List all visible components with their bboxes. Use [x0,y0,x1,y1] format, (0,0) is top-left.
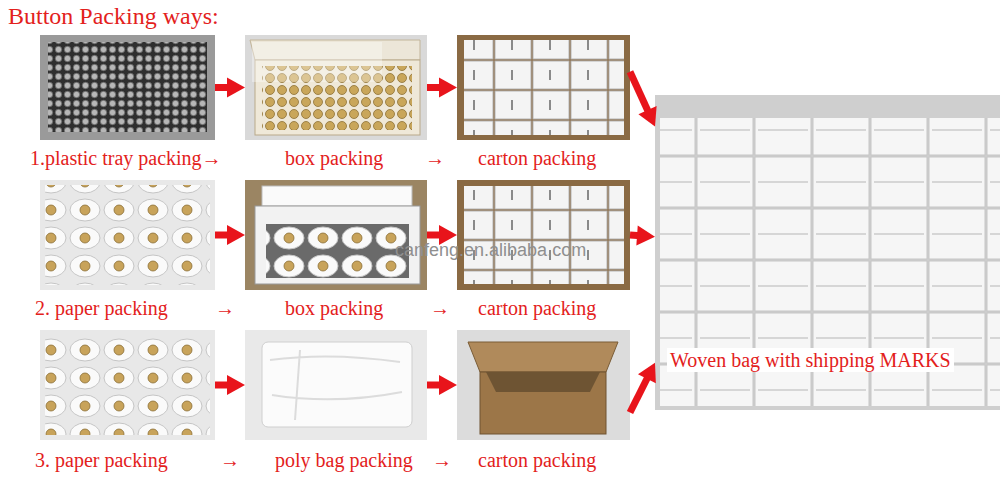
carton-back-flap [468,342,618,372]
photo-box: box packing [245,180,427,290]
photo-box: poly bag packing [245,330,427,440]
step-caption: carton packing [478,448,596,472]
box-lid [262,186,412,206]
flow-arrow [630,72,657,127]
step-caption: carton packing [478,296,596,320]
plastic-tray [48,42,207,132]
step-caption: box packing [285,146,383,170]
photo-background [40,180,215,290]
flow-arrow [630,226,655,246]
arrow-shaft [630,375,649,412]
arrow-head [638,106,656,127]
photo-label: Woven bag with shipping MARKS [667,348,954,372]
arrow-head [439,78,457,98]
flow-arrow [215,225,245,245]
woven-bag-stack [660,118,1000,406]
bag-folds [270,350,402,420]
box-inside [266,224,409,278]
step-caption: 1.plastic tray packing→ [30,146,222,170]
arrow-head [439,375,457,395]
photo-background [457,330,630,440]
step-caption: 2. paper packing [35,296,168,320]
step-caption: box packing [285,296,383,320]
carton-photo [457,180,630,290]
photo-box: Woven bag with shipping MARKS [655,95,1000,410]
flow-arrow-glyph: → [430,296,450,320]
plastic-sheet [252,42,382,82]
flow-arrow [427,375,457,395]
warehouse-photo [655,95,1000,410]
arrow-shaft [630,72,649,114]
photo-background [40,35,215,140]
poly-bag [262,342,412,427]
arrow-head [227,225,245,245]
carton-photo [457,35,630,140]
photo-box: 2. paper packing [40,180,215,290]
photo-box: carton packing [457,180,630,290]
photo-box: 1.plastic tray packing→ [40,35,215,140]
flow-arrow-glyph: → [215,296,235,320]
white-boxes [464,40,624,135]
tray-buttons [48,42,207,132]
step-caption: carton packing [478,146,596,170]
photo-background [40,330,215,440]
flow-arrow [427,78,457,98]
arrow-head [638,363,656,384]
arrow-head [227,78,245,98]
flow-arrow [215,78,245,98]
photo-box: box packing [245,35,427,140]
photo-box: carton packing [457,330,630,440]
photo-box: carton packing [457,35,630,140]
flow-arrow [215,375,245,395]
carton-inside [486,372,600,392]
diagram-title: Button Packing ways: [8,1,219,31]
arrow-head [636,226,655,246]
paper-packed-buttons [266,224,409,278]
arrow-head [227,375,245,395]
flow-arrow-glyph: → [425,146,445,170]
flow-arrow-glyph: → [220,448,240,472]
paper-packed-buttons [45,335,210,435]
step-caption: poly bag packing [275,448,413,472]
photo-box: 3. paper packing [40,330,215,440]
white-boxes [464,186,624,284]
step-caption: 3. paper packing [35,448,168,472]
photo-background [245,180,427,290]
empty-carton [480,372,606,434]
flow-arrow [630,363,656,413]
photo-background [245,35,427,140]
watermark: canfeng.en.alibaba.com [395,238,586,262]
paper-packed-buttons [45,185,210,285]
photo-background [245,330,427,440]
flow-arrow-glyph: → [432,448,452,472]
